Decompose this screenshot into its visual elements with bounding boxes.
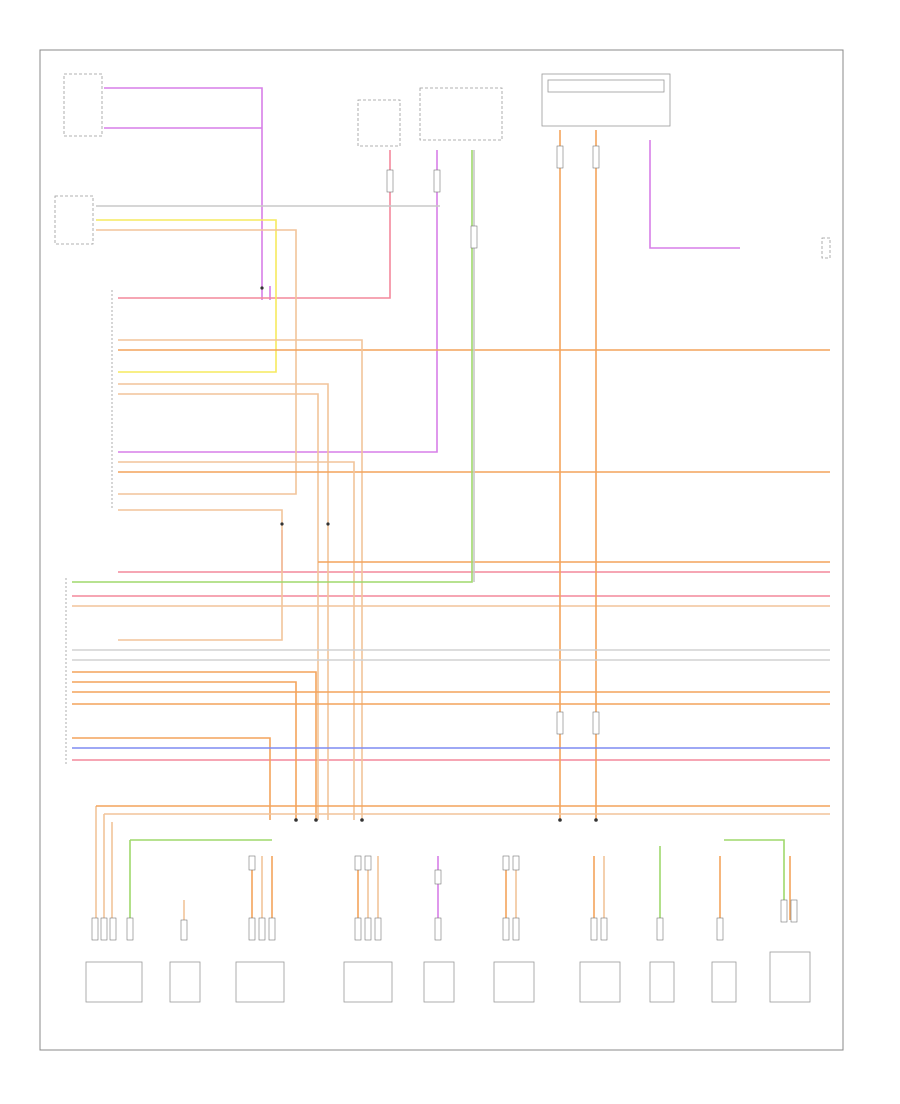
junction-dots <box>260 286 598 822</box>
green-wires <box>72 150 785 920</box>
bottom-connector-stubs <box>91 899 798 941</box>
top-center-relay-group <box>357 87 503 147</box>
bottom-components <box>85 951 811 1003</box>
top-right-control-unit <box>541 73 671 127</box>
red-wires <box>72 150 830 761</box>
violet-wires <box>104 87 740 453</box>
mid-connector-stubs <box>248 145 600 885</box>
right-sensor <box>821 237 831 259</box>
diagram-frame <box>39 49 844 1051</box>
gray-wires <box>72 150 830 661</box>
top-left-module <box>54 73 103 245</box>
left-connector-column <box>65 290 113 766</box>
yellow-wires <box>96 219 277 373</box>
orange-wires <box>72 130 830 920</box>
